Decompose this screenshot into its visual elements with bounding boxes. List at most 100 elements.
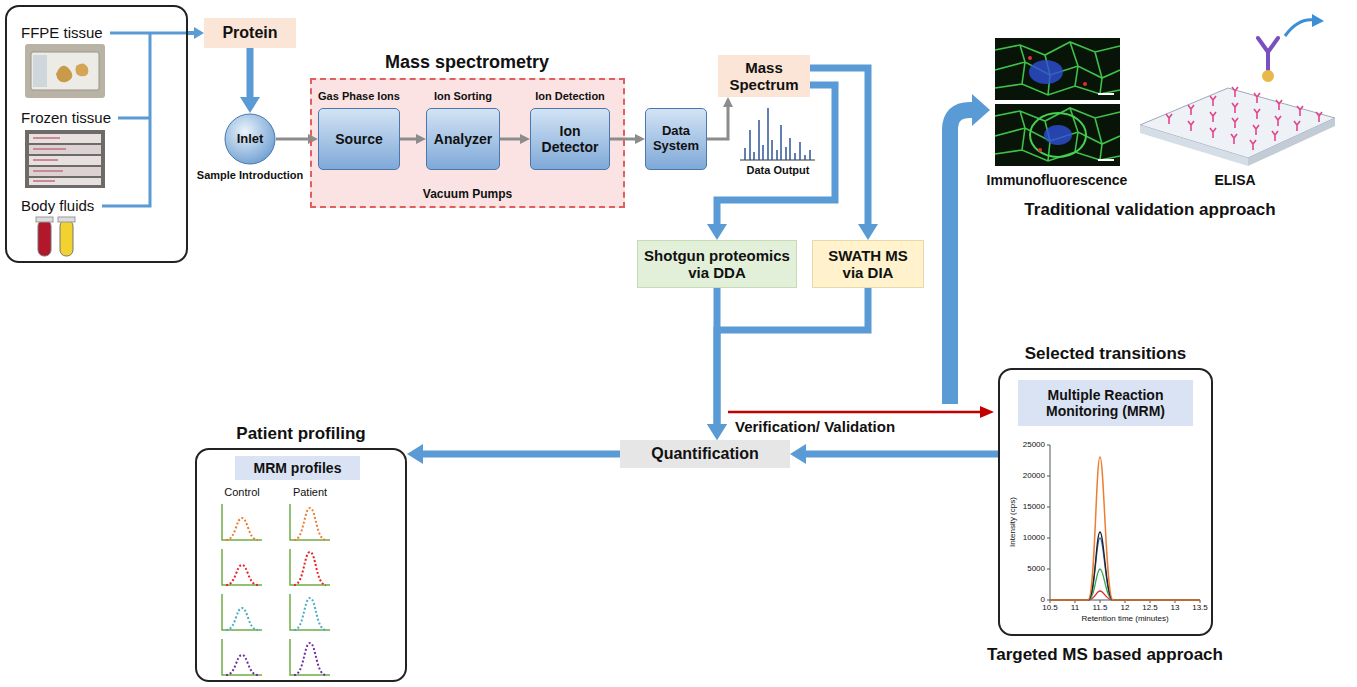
validation-arrow: [950, 94, 990, 404]
node-label: MRM profiles: [254, 460, 342, 476]
elisa-plate-part: [1140, 88, 1335, 158]
mass-spectrum-box: Mass Spectrum: [718, 55, 810, 97]
flow-arrow: [717, 85, 835, 224]
mrm-profile-charts-part: [222, 639, 330, 675]
elisa-plate-part: [1285, 20, 1314, 36]
axis-tick: 5000: [1027, 564, 1045, 573]
elisa-plate-part: [1250, 140, 1256, 150]
mrm-profile-charts-part-part: [226, 508, 326, 540]
column-label: Patient: [293, 486, 327, 499]
sample-tubes-part: [60, 220, 73, 256]
flow-arrow: [810, 68, 868, 224]
elisa-plate-part: [1248, 118, 1335, 166]
column-label: Control: [224, 486, 259, 499]
flow-arrow: [500, 138, 520, 141]
method-label: Immunofluorescence: [987, 172, 1128, 188]
verification-arrow: [728, 406, 994, 418]
verification-arrow-part: [728, 411, 982, 414]
frozen-tissue-photo: [25, 130, 105, 188]
source-box: Gas Phase IonsSource: [318, 108, 400, 170]
elisa-plate-part: [1316, 112, 1322, 122]
node-label: Frozen tissue: [21, 109, 111, 126]
vacuum-panel: Vacuum Pumps Gas Phase IonsSource Ion Sort…: [310, 78, 625, 208]
sample-tubes-part: [36, 217, 53, 222]
immunofluorescence-images-part: [1098, 94, 1114, 160]
mrm-profile-charts-part: [222, 549, 330, 585]
flow-arrow: [188, 31, 194, 35]
node-label: Ion Detector: [536, 123, 604, 155]
axis-title: Intensity (cps): [1008, 497, 1017, 547]
node-heading: Patient profiling: [236, 424, 365, 444]
immunofluorescence-images: [995, 38, 1120, 166]
ffpe-photo-part: [76, 63, 89, 76]
elisa-plate-part: [1231, 134, 1237, 144]
dia-box: SWATH MS via DIA: [812, 240, 924, 288]
immunofluorescence-images-part: [995, 42, 1120, 95]
node-heading: Ion Sorting: [434, 90, 492, 103]
immunofluorescence-images-part: [1083, 82, 1087, 86]
protein-box: Protein: [204, 18, 296, 48]
immunofluorescence-images-part: [1038, 148, 1042, 152]
mrm-profile-charts: [222, 504, 330, 675]
immunofluorescence-images-part: [1030, 113, 1086, 157]
elisa-plate-part: [1210, 112, 1216, 122]
elisa-plate-part: [1166, 114, 1172, 124]
node-label: Protein: [222, 24, 277, 42]
flow-arrow: [247, 48, 254, 97]
method-label: ELISA: [1214, 172, 1255, 188]
sample-tubes: [36, 217, 75, 256]
elisa-plate-part: [1232, 103, 1238, 113]
mrm-profile-charts-part-part: [222, 504, 330, 540]
data-system-box: Data System: [645, 108, 707, 170]
axis-tick: 12.5: [1142, 603, 1158, 612]
elisa-plate-part: [1258, 38, 1278, 70]
node-label: Body fluids: [21, 197, 94, 214]
mrm-chromatogram-part: [1050, 532, 1200, 600]
flow-arrow: [610, 138, 635, 141]
flow-arrow: [707, 107, 728, 139]
ffpe-photo-part: [33, 55, 47, 87]
frozen-tissue-photo-part: [33, 138, 66, 181]
node-label: Analyzer: [434, 131, 492, 147]
detector-box: Ion DetectionIon Detector: [530, 108, 610, 170]
axis-tick: 25000: [1023, 440, 1045, 449]
flow-arrow: [806, 451, 998, 458]
node-label: Mass Spectrum: [723, 59, 805, 94]
targeted-ms-box: Selected transitionsMultiple Reaction Mo…: [998, 368, 1213, 636]
elisa-plate-part: [1275, 116, 1281, 126]
node-label: Multiple Reaction Monitoring (MRM): [1023, 387, 1188, 419]
mrm-chromatogram-part: [1050, 538, 1200, 600]
elisa-plate: [1140, 14, 1335, 166]
node-heading: Selected transitions: [1025, 344, 1187, 364]
mrm-chromatogram-part: [1050, 591, 1200, 600]
plot-caption: Data Output: [747, 164, 810, 177]
immunofluorescence-images-part: [995, 104, 1120, 166]
ffpe-photo: [25, 44, 105, 98]
axis-title: Retention time (minutes): [1081, 614, 1168, 623]
node-label: Inlet: [237, 132, 264, 147]
node-label: Vacuum Pumps: [423, 188, 512, 202]
elisa-plate-part: [1254, 109, 1260, 119]
dda-box: Shotgun proteomics via DDA: [637, 240, 797, 288]
node-label: Source: [335, 131, 382, 147]
node-label: Quantification: [651, 445, 759, 463]
mrm-profile-charts-part-part: [222, 549, 330, 585]
vacuum-panel-fill: [310, 78, 625, 208]
immunofluorescence-images-part: [1028, 56, 1032, 60]
axis-tick: 11: [1071, 603, 1079, 612]
sample-join-lines-part: [102, 32, 188, 208]
elisa-plate-part: [1232, 118, 1238, 128]
elisa-plate-part: [1312, 14, 1324, 27]
elisa-plate-part: [1188, 121, 1194, 131]
mrm-profile-charts-part-part: [226, 598, 326, 630]
elisa-plate-part: [1262, 70, 1274, 82]
axis-tick: 12: [1121, 603, 1130, 612]
elisa-plate-part: [1253, 125, 1259, 135]
axis-tick: 15000: [1023, 502, 1045, 511]
approach-label: Targeted MS based approach: [987, 645, 1223, 665]
ffpe-photo-part: [56, 66, 72, 83]
immunofluorescence-images-part: [1044, 125, 1072, 145]
